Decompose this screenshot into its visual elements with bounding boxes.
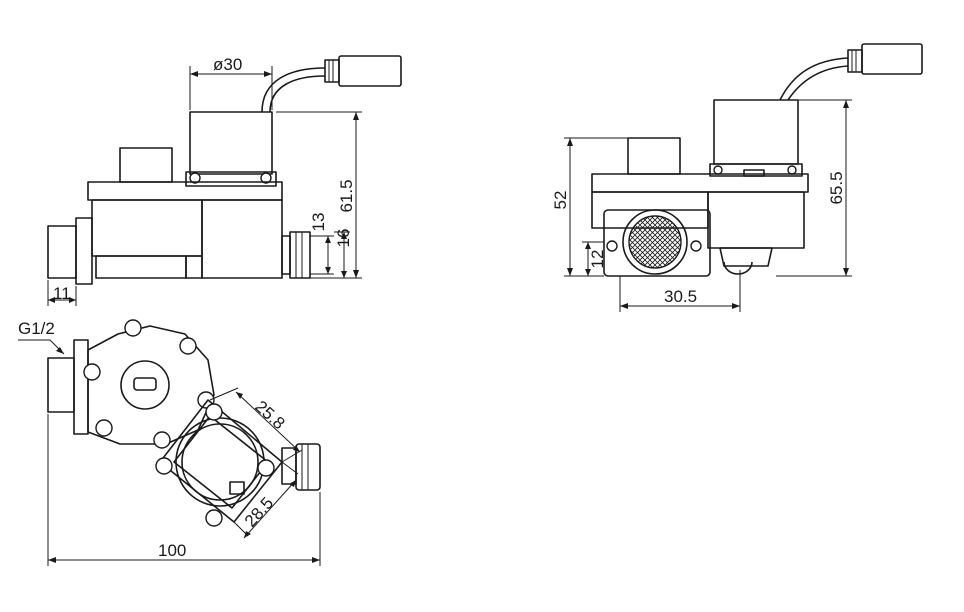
dim-13-label: 13 xyxy=(309,213,328,232)
dim-100-label: 100 xyxy=(158,541,186,560)
dim-11-label: 11 xyxy=(53,284,71,303)
dim-61-5-label: 61.5 xyxy=(337,179,356,212)
dim-28-5-label: 28.5 xyxy=(241,493,277,530)
dim-65-5-label: 65.5 xyxy=(827,171,846,204)
front-view: ø30 61.5 13 16 11 xyxy=(47,55,402,306)
dim-30-5-label: 30.5 xyxy=(664,287,697,306)
dim-52-label: 52 xyxy=(551,191,570,210)
dim-12-label: 12 xyxy=(588,250,607,269)
g12-thread-label: G1/2 xyxy=(18,319,55,338)
top-view: G1/2 25.8 xyxy=(18,319,321,566)
dim-25-8-label: 25.8 xyxy=(251,397,288,433)
side-view: 52 12 65.5 30.5 xyxy=(551,43,923,312)
dim-16-label: 16 xyxy=(334,229,353,248)
dim-phi30-label: ø30 xyxy=(213,55,242,74)
